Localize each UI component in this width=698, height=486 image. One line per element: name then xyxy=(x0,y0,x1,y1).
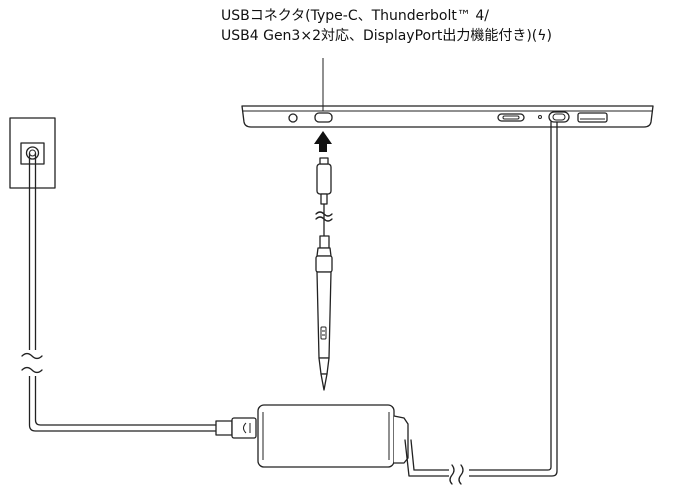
dc-cable-break-icon xyxy=(449,464,455,485)
dc-power-cable xyxy=(404,121,558,485)
callout-line-1: USBコネクタ(Type-C、Thunderbolt™ 4/ xyxy=(221,8,489,24)
digital-pen xyxy=(315,235,333,391)
pen-tip xyxy=(320,373,328,391)
callout-line-2: USB4 Gen3×2対応、DisplayPort出力機能付き)(ϟ) xyxy=(221,28,552,44)
usb-c-port xyxy=(314,112,333,123)
ac-adapter xyxy=(257,404,409,468)
laptop-side-view xyxy=(241,105,654,128)
usb-connector-callout: USBコネクタ(Type-C、Thunderbolt™ 4/ USB4 Gen3… xyxy=(221,6,691,46)
side-slot xyxy=(577,112,608,123)
cable-break-icon xyxy=(315,211,333,217)
audio-jack-icon xyxy=(288,113,298,123)
status-led-icon xyxy=(538,115,542,119)
ac-power-cord xyxy=(18,152,257,439)
pen-button xyxy=(320,326,327,340)
usb-c-plug xyxy=(316,163,332,195)
pen-usb-cable xyxy=(315,157,333,237)
power-port xyxy=(548,111,570,123)
wall-outlet xyxy=(9,117,56,189)
cord-break-icon xyxy=(21,352,43,360)
volume-button xyxy=(497,113,525,122)
insert-arrow-icon xyxy=(314,131,332,152)
